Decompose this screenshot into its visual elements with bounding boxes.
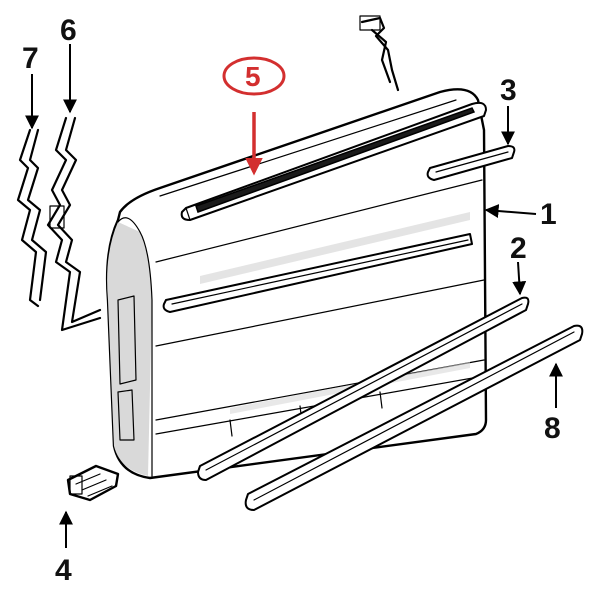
leader-2 — [512, 261, 527, 296]
leader-1 — [484, 204, 537, 218]
wire-harness-top — [359, 15, 400, 92]
part-5-upper-weatherstrip — [180, 101, 487, 221]
callout-2: 2 — [510, 232, 527, 265]
part-6-bracket — [46, 116, 102, 332]
callout-6: 6 — [60, 14, 77, 47]
part-3-upper-molding — [426, 145, 516, 181]
highlight-circle-5 — [222, 56, 286, 96]
callout-1: 1 — [540, 198, 557, 231]
callout-3: 3 — [500, 74, 517, 107]
callout-4: 4 — [55, 554, 72, 587]
part-8-rocker-molding — [244, 324, 584, 511]
part-2-lower-molding — [197, 296, 530, 481]
part-7-clip — [16, 128, 48, 308]
part-4-clip — [66, 464, 120, 502]
callout-8: 8 — [544, 412, 561, 445]
callout-5: 5 — [245, 61, 261, 92]
mid-body-molding — [162, 233, 473, 313]
callout-7: 7 — [22, 42, 39, 75]
